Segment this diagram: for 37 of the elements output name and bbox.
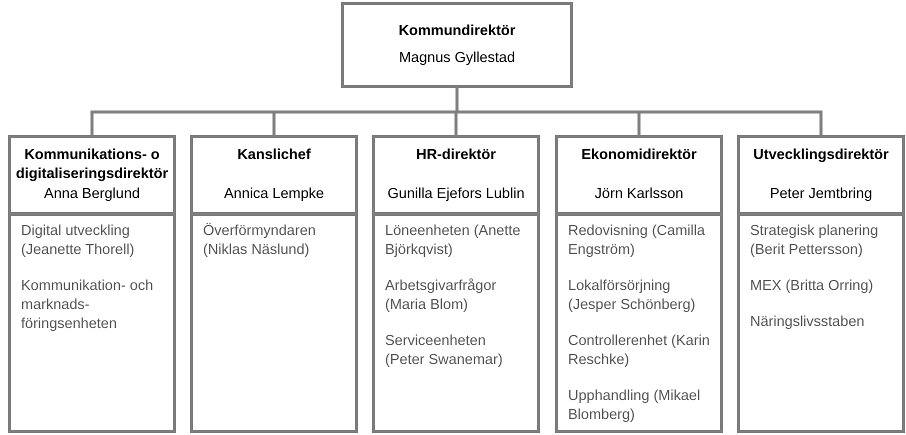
role-title: Utvecklingsdirektör [752,146,890,165]
unit-name: Lokalförsörjning (Jesper Schönberg) [568,277,696,315]
unit-name: Serviceenheten (Peter Swanemar) [385,332,504,370]
unit-name: Löneenheten (Anette Björkqvist) [385,222,522,260]
unit-name: Näringslivsstaben [750,313,866,332]
unit-name: Upphandling (Mikael Blomberg) [568,387,702,425]
role-title: Ekonomidirektör [580,146,698,165]
person-name: Annica Lempke [223,185,325,204]
unit-list-box [737,213,905,433]
unit-name: Redovisning (Camilla Engström) [568,222,706,260]
manager-box [737,135,905,215]
role-title: Kommunikations- o digitaliseringsdirektör [14,146,170,184]
person-name: Peter Jemtbring [768,185,874,204]
manager-box [555,135,723,215]
unit-name: Controllerenhet (Karin Reschke) [568,332,710,370]
manager-box [372,135,540,215]
manager-box [190,135,358,215]
director-box [341,2,573,88]
unit-list-box [555,213,723,433]
person-name: Anna Berglund [43,185,141,204]
unit-name: Kommunikation- och marknads- föringsenheten [21,277,154,334]
role-title: HR-direktör [415,146,497,165]
unit-name: Digital utveckling (Jeanette Thorell) [21,222,136,260]
unit-list-box [8,213,176,433]
role-title: Kommundirektör [398,22,516,41]
unit-list-box [372,213,540,433]
person-name: Gunilla Ejefors Lublin [386,185,526,204]
unit-name: Överförmyndaren (Niklas Näslund) [203,222,317,260]
unit-name: Strategisk planering (Berit Pettersson) [750,222,880,260]
role-title: Kanslichef [236,146,312,165]
unit-list-box [190,213,358,433]
manager-box [8,135,176,215]
person-name: Magnus Gyllestad [398,49,516,68]
unit-name: MEX (Britta Orring) [750,277,874,296]
connector-line [456,88,822,135]
unit-name: Arbetsgivarfrågor (Maria Blom) [385,277,498,315]
person-name: Jörn Karlsson [594,185,684,204]
